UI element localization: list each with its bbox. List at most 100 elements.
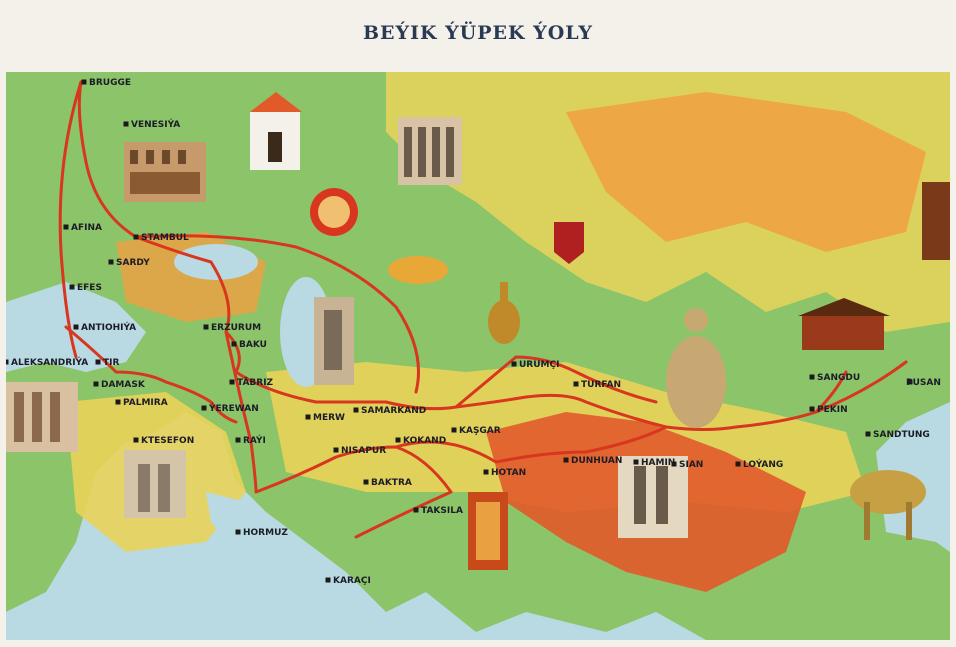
city-dot	[203, 324, 209, 330]
city-marker: EFES	[69, 283, 102, 293]
city-label: HOTAN	[491, 468, 526, 478]
city-label: LOÝANG	[743, 458, 783, 470]
city-marker: ÝEREWAN	[201, 402, 259, 414]
city-label: PUSAN	[906, 378, 941, 388]
city-dot	[333, 447, 339, 453]
city-label: KARAÇI	[333, 576, 371, 586]
city-dot	[809, 406, 815, 412]
city-marker: NISAPUR	[333, 446, 386, 456]
city-dot	[633, 459, 639, 465]
city-marker: VENESIÝA	[123, 118, 180, 130]
city-label: SANGDU	[817, 373, 860, 383]
pagoda-icon	[922, 182, 950, 260]
city-marker: ALEKSANDRIÝA	[6, 356, 88, 368]
city-dot	[413, 507, 419, 513]
city-marker: STAMBUL	[133, 233, 189, 243]
city-dot	[93, 381, 99, 387]
city-dot	[201, 405, 207, 411]
route-southern	[224, 330, 453, 539]
city-label: SAMARKAND	[361, 406, 426, 416]
city-dot	[108, 259, 114, 265]
city-dot	[563, 457, 569, 463]
city-dot	[395, 437, 401, 443]
city-label: PEKIN	[817, 405, 848, 415]
city-dot	[231, 341, 237, 347]
city-dot	[671, 461, 677, 467]
city-label: DAMASK	[101, 380, 146, 390]
city-marker: TURFAN	[573, 380, 621, 390]
city-label: BAKTRA	[371, 478, 412, 488]
persian-gulf	[206, 492, 266, 552]
city-marker: DAMASK	[93, 380, 146, 390]
italian-architecture-icon	[250, 92, 302, 170]
city-label: PALMIRA	[123, 398, 168, 408]
city-dot	[69, 284, 75, 290]
city-dot	[325, 577, 331, 583]
city-marker: ERZURUM	[203, 323, 261, 333]
city-marker: PALMIRA	[115, 398, 168, 408]
city-marker: BAKU	[231, 340, 267, 350]
city-dot	[235, 529, 241, 535]
city-marker: SARDY	[108, 258, 150, 268]
city-dot	[6, 359, 9, 365]
egyptian-relief-icon	[6, 382, 78, 452]
map-canvas: BRUGGE VENESIÝA AFINA STAMBUL SARDY EFES ANTIO…	[6, 72, 950, 640]
city-dot	[81, 79, 87, 85]
merchant-figure-icon	[666, 308, 726, 428]
city-label: STAMBUL	[141, 233, 189, 243]
city-marker: SANDTUNG	[865, 430, 930, 440]
city-dot	[235, 437, 241, 443]
city-label: ERZURUM	[211, 323, 261, 333]
city-label: KOKAND	[403, 436, 446, 446]
byzantine-church-icon	[398, 117, 462, 185]
city-marker: TÄBRIZ	[229, 377, 274, 388]
city-dot	[133, 234, 139, 240]
city-label: ÝEREWAN	[208, 402, 259, 414]
city-dot	[353, 407, 359, 413]
coat-of-arms-icon	[554, 222, 584, 264]
city-marker: KTESEFON	[133, 436, 194, 446]
route-northern-arc	[134, 234, 420, 394]
city-label: URUMÇI	[519, 360, 559, 370]
city-label: HAMIN	[641, 458, 675, 468]
city-marker: RAÝI	[235, 434, 266, 446]
city-marker: URUMÇI	[511, 360, 559, 370]
city-dot	[451, 427, 457, 433]
ewer-icon	[488, 282, 520, 344]
city-marker: SANGDU	[809, 373, 860, 383]
city-label: ALEKSANDRIÝA	[11, 356, 88, 368]
city-marker: BRUGGE	[81, 78, 131, 88]
city-label: DUNHUAN	[571, 456, 622, 466]
silk-road-map: BRUGGE VENESIÝA AFINA STAMBUL SARDY EFES ANTIO…	[6, 72, 950, 640]
city-dot	[483, 469, 489, 475]
city-marker: SAMARKAND	[353, 406, 426, 416]
city-marker: SIAN	[671, 460, 703, 470]
city-marker: KARAÇI	[325, 576, 371, 586]
city-marker: AFINA	[63, 223, 102, 233]
city-marker: KOKAND	[395, 436, 446, 446]
city-dot	[115, 399, 121, 405]
city-label: SANDTUNG	[873, 430, 930, 440]
city-marker: MERW	[305, 413, 345, 423]
city-dot	[511, 361, 517, 367]
city-marker: TAKSILA	[413, 506, 463, 516]
city-dot	[133, 437, 139, 443]
city-label: ANTIOHIÝA	[81, 321, 136, 333]
city-label: KTESEFON	[141, 436, 194, 446]
medallion-icon	[310, 188, 358, 236]
city-label: MERW	[313, 413, 345, 423]
city-marker: DUNHUAN	[563, 456, 622, 466]
city-dot	[809, 374, 815, 380]
city-dot	[73, 324, 79, 330]
map-title: BEÝIK ÝÜPEK ÝOLY	[363, 22, 593, 44]
silk-bundle-icon	[388, 256, 448, 284]
city-dot	[305, 414, 311, 420]
city-dot	[573, 381, 579, 387]
route-tarim-south	[394, 425, 668, 464]
stupa-icon	[618, 456, 688, 538]
city-dot	[907, 379, 913, 385]
city-label: HORMUZ	[243, 528, 288, 538]
plateau	[566, 92, 926, 252]
city-markers: BRUGGE VENESIÝA AFINA STAMBUL SARDY EFES ANTIO…	[6, 78, 941, 586]
